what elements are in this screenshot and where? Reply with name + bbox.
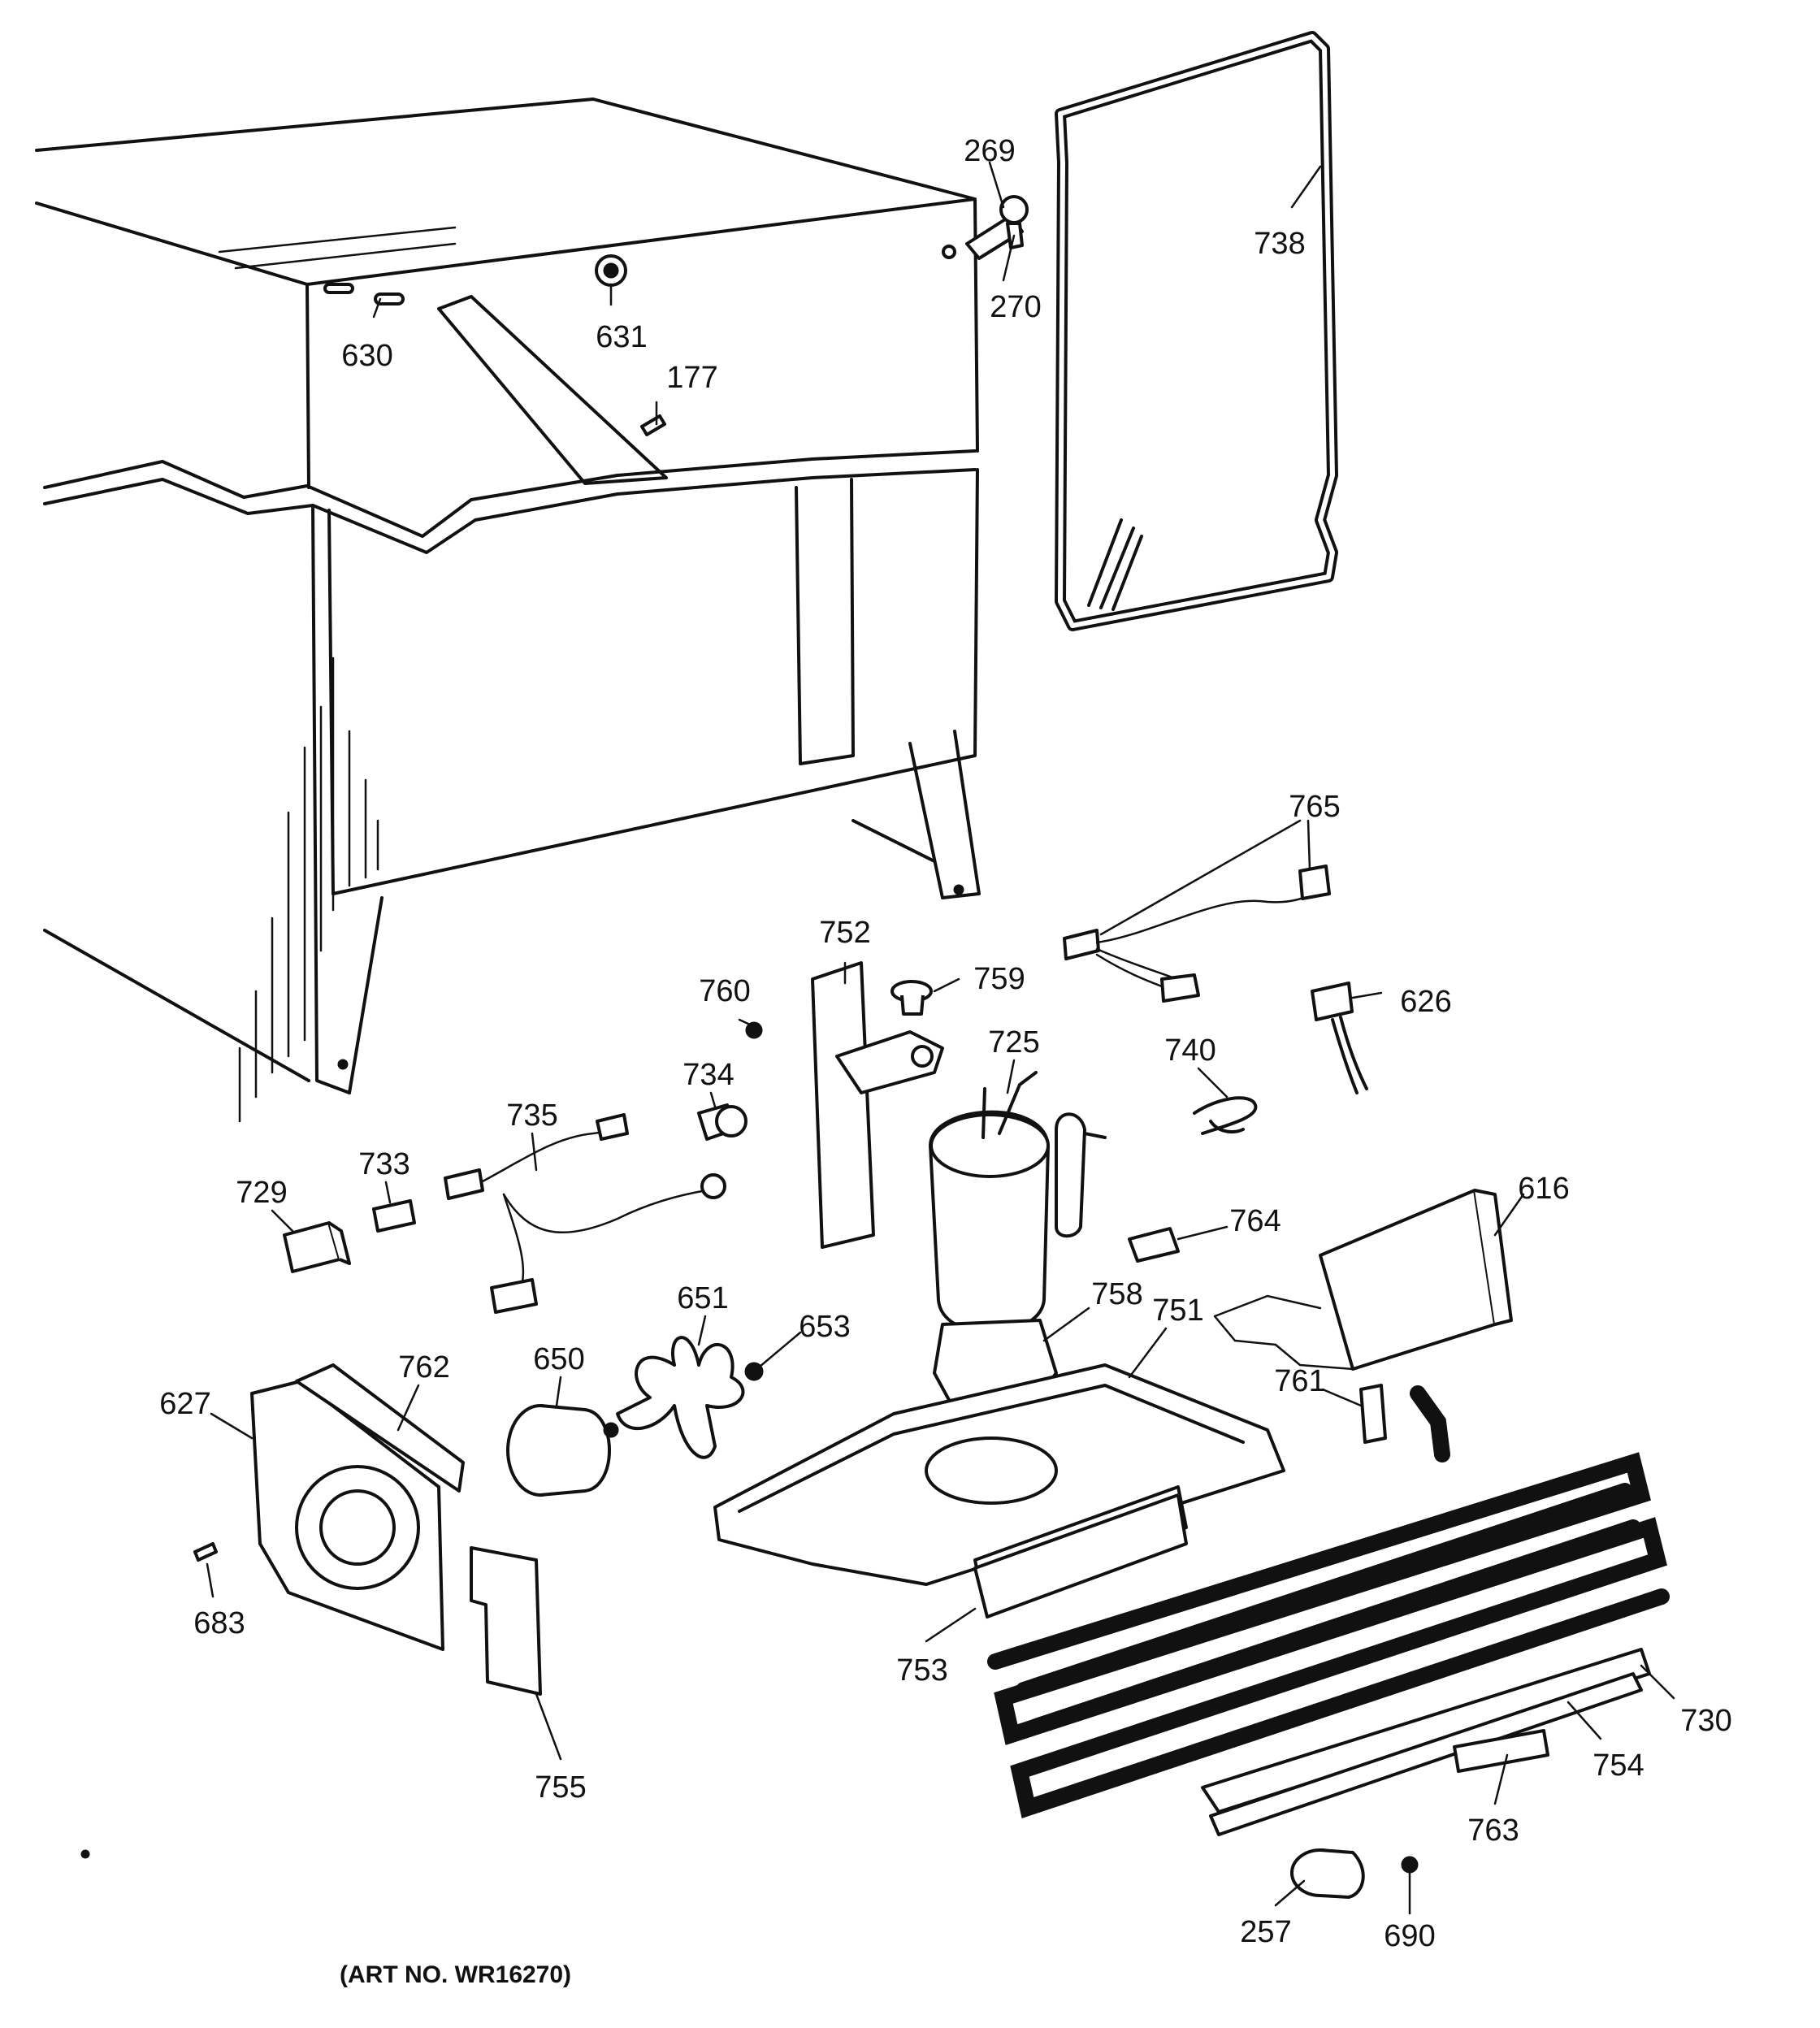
part-760 [745,1021,763,1039]
harness-735 [444,1113,726,1314]
label-631: 631 [596,320,647,354]
stray-dot [80,1849,90,1859]
fan-motor-650 [506,1404,619,1497]
bracket-753 [973,1493,1188,1618]
label-653: 653 [799,1310,850,1344]
wire-harness-765 [1063,864,1331,1003]
part-labels: 269 738 270 630 631 177 765 752 759 760 … [159,134,1731,1953]
compressor-725 [929,1071,1107,1334]
part-764 [1128,1227,1180,1263]
control-board-616 [1213,1189,1513,1371]
label-752: 752 [819,916,870,950]
label-754: 754 [1592,1748,1644,1783]
seal-755 [470,1546,542,1696]
part-626 [1311,982,1368,1094]
label-730: 730 [1680,1704,1731,1738]
label-627: 627 [159,1387,210,1421]
part-734 [697,1103,748,1141]
condenser-coil-730 [987,1385,1670,1818]
label-764: 764 [1229,1204,1280,1238]
label-759: 759 [973,962,1025,996]
label-690: 690 [1384,1919,1435,1953]
part-729 [283,1221,351,1273]
label-760: 760 [699,974,750,1008]
label-733: 733 [358,1147,410,1181]
label-269: 269 [964,134,1015,168]
door-gasket [1055,31,1338,631]
label-738: 738 [1254,227,1305,261]
label-725: 725 [988,1025,1039,1060]
screw-177 [640,414,666,436]
label-734: 734 [682,1058,734,1092]
part-761 [1359,1384,1387,1444]
leader-lines [206,161,1675,1915]
label-758: 758 [1091,1277,1142,1311]
label-765: 765 [1289,790,1340,824]
label-729: 729 [236,1176,287,1210]
plug-631 [595,254,627,287]
label-761: 761 [1274,1364,1325,1398]
part-740 [1193,1096,1258,1135]
art-number: (ART NO. WR16270) [340,1961,571,1988]
label-751: 751 [1152,1294,1203,1328]
label-270: 270 [990,290,1041,324]
label-650: 650 [533,1342,584,1376]
screw-683 [193,1542,218,1562]
fan-shroud-627 [250,1363,465,1651]
part-733 [372,1199,416,1233]
label-177: 177 [666,361,717,395]
label-626: 626 [1400,985,1451,1019]
nut-653 [744,1362,764,1381]
label-755: 755 [535,1770,586,1805]
cabinet-shading [238,656,379,1123]
label-753: 753 [896,1653,947,1688]
grommet-759 [890,980,933,1016]
label-740: 740 [1164,1034,1216,1068]
label-762: 762 [398,1350,449,1384]
label-630: 630 [341,339,392,373]
mounting-plate-754 [1209,1672,1643,1836]
cabinet-outline [35,98,981,1123]
screw-690 [1401,1856,1419,1874]
label-735: 735 [506,1098,557,1133]
label-651: 651 [677,1281,728,1315]
cap-257 [1290,1848,1365,1899]
label-616: 616 [1518,1172,1569,1206]
bracket-763 [1453,1729,1549,1773]
label-683: 683 [193,1606,245,1640]
label-257: 257 [1240,1915,1291,1949]
fan-blade-651 [616,1336,745,1459]
label-763: 763 [1467,1814,1519,1848]
